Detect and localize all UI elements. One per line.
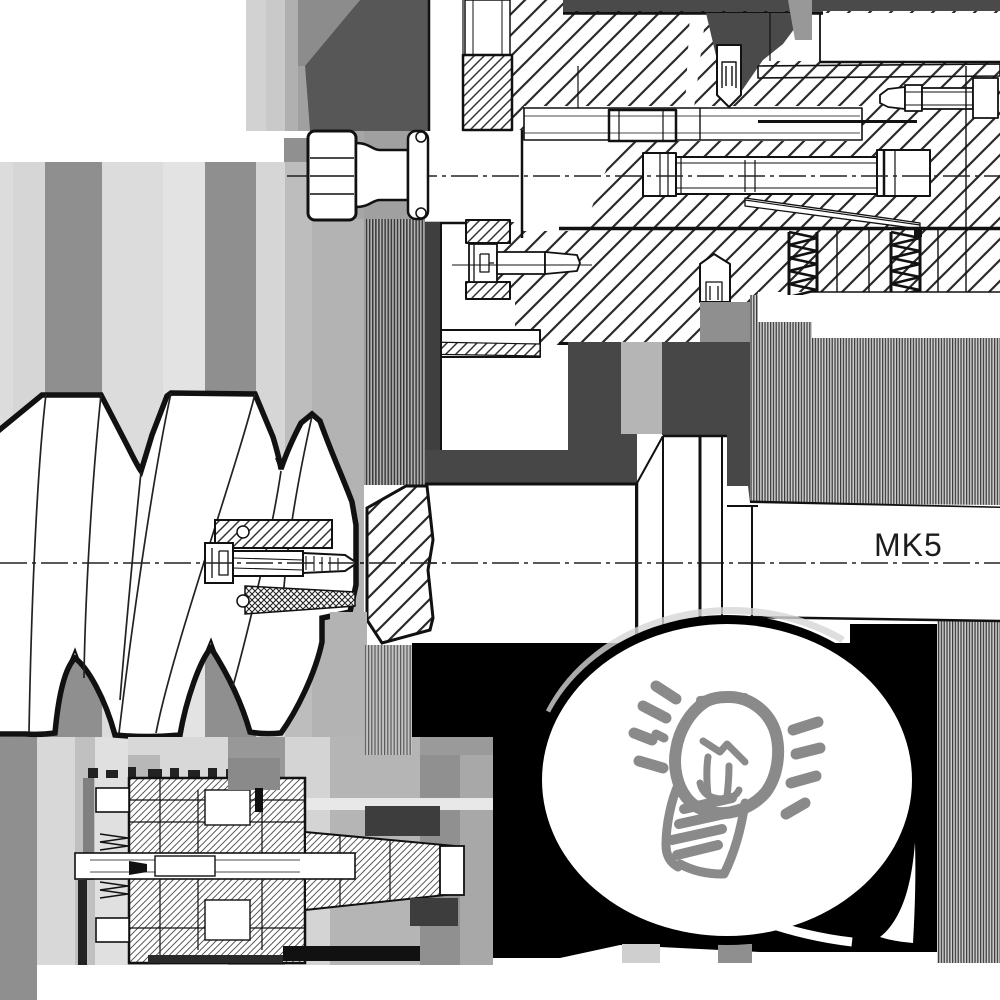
- svg-text:MK5: MK5: [874, 527, 943, 563]
